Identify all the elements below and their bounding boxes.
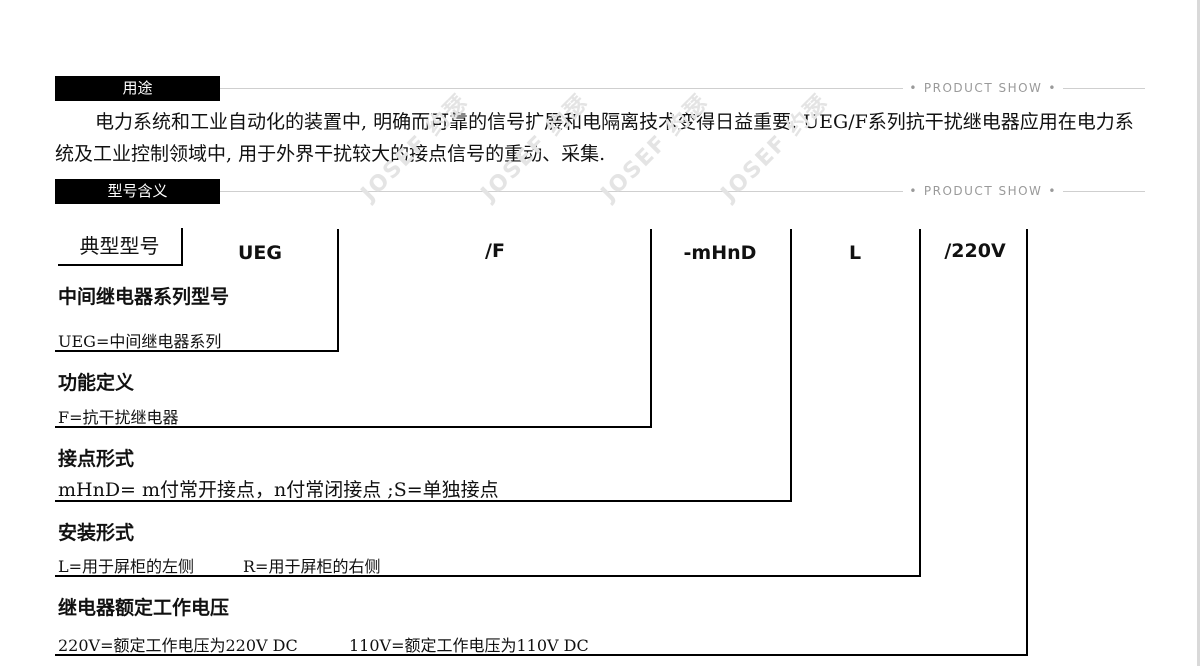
leader-line-mounting — [919, 229, 921, 577]
row-underline — [55, 575, 921, 577]
row-title-contacts: 接点形式 — [58, 448, 135, 470]
model-part-function: /F — [485, 240, 505, 262]
leader-line-contacts — [790, 229, 792, 502]
scrollbar[interactable] — [1197, 0, 1200, 666]
leader-line-function — [650, 229, 652, 428]
section-divider — [220, 191, 1145, 192]
model-section-label: 型号含义 — [55, 179, 220, 204]
usage-section-header: 用途 PRODUCT SHOW — [55, 76, 1145, 102]
row-title-mounting: 安装形式 — [58, 522, 135, 544]
row-title-function: 功能定义 — [58, 372, 135, 394]
model-section-header: 型号含义 PRODUCT SHOW — [55, 179, 1145, 205]
row-desc-contacts: mHnD= m付常开接点，n付常闭接点 ;S=单独接点 — [58, 479, 499, 501]
model-part-series: UEG — [237, 242, 282, 264]
leader-line-voltage — [1026, 229, 1028, 656]
row-underline — [55, 654, 1028, 656]
row-desc-voltage-220: 220V=额定工作电压为220V DC — [58, 636, 298, 655]
leader-line-series — [337, 229, 339, 352]
usage-section-label: 用途 — [55, 76, 220, 101]
row-title-series: 中间继电器系列型号 — [58, 286, 230, 308]
product-show-tag: PRODUCT SHOW — [903, 183, 1063, 199]
row-underline — [55, 500, 792, 502]
model-part-mounting: L — [848, 242, 862, 264]
product-show-tag: PRODUCT SHOW — [903, 80, 1063, 96]
row-desc-function: F=抗干扰继电器 — [58, 408, 179, 427]
typical-model-label: 典型型号 — [58, 228, 183, 266]
model-part-voltage: /220V — [944, 240, 1006, 262]
section-divider — [220, 88, 1145, 89]
usage-description: 电力系统和工业自动化的装置中, 明确而可靠的信号扩展和电隔离技术变得日益重要. … — [55, 111, 1134, 165]
row-desc-mounting-right: R=用于屏柜的右侧 — [243, 557, 381, 576]
row-desc-series: UEG=中间继电器系列 — [58, 332, 222, 351]
row-title-voltage: 继电器额定工作电压 — [58, 597, 230, 619]
row-underline — [55, 350, 339, 352]
row-desc-voltage-110: 110V=额定工作电压为110V DC — [349, 636, 589, 655]
row-desc-mounting-left: L=用于屏柜的左侧 — [58, 557, 195, 576]
row-underline — [55, 426, 652, 428]
model-part-contacts: -mHnD — [683, 242, 757, 264]
